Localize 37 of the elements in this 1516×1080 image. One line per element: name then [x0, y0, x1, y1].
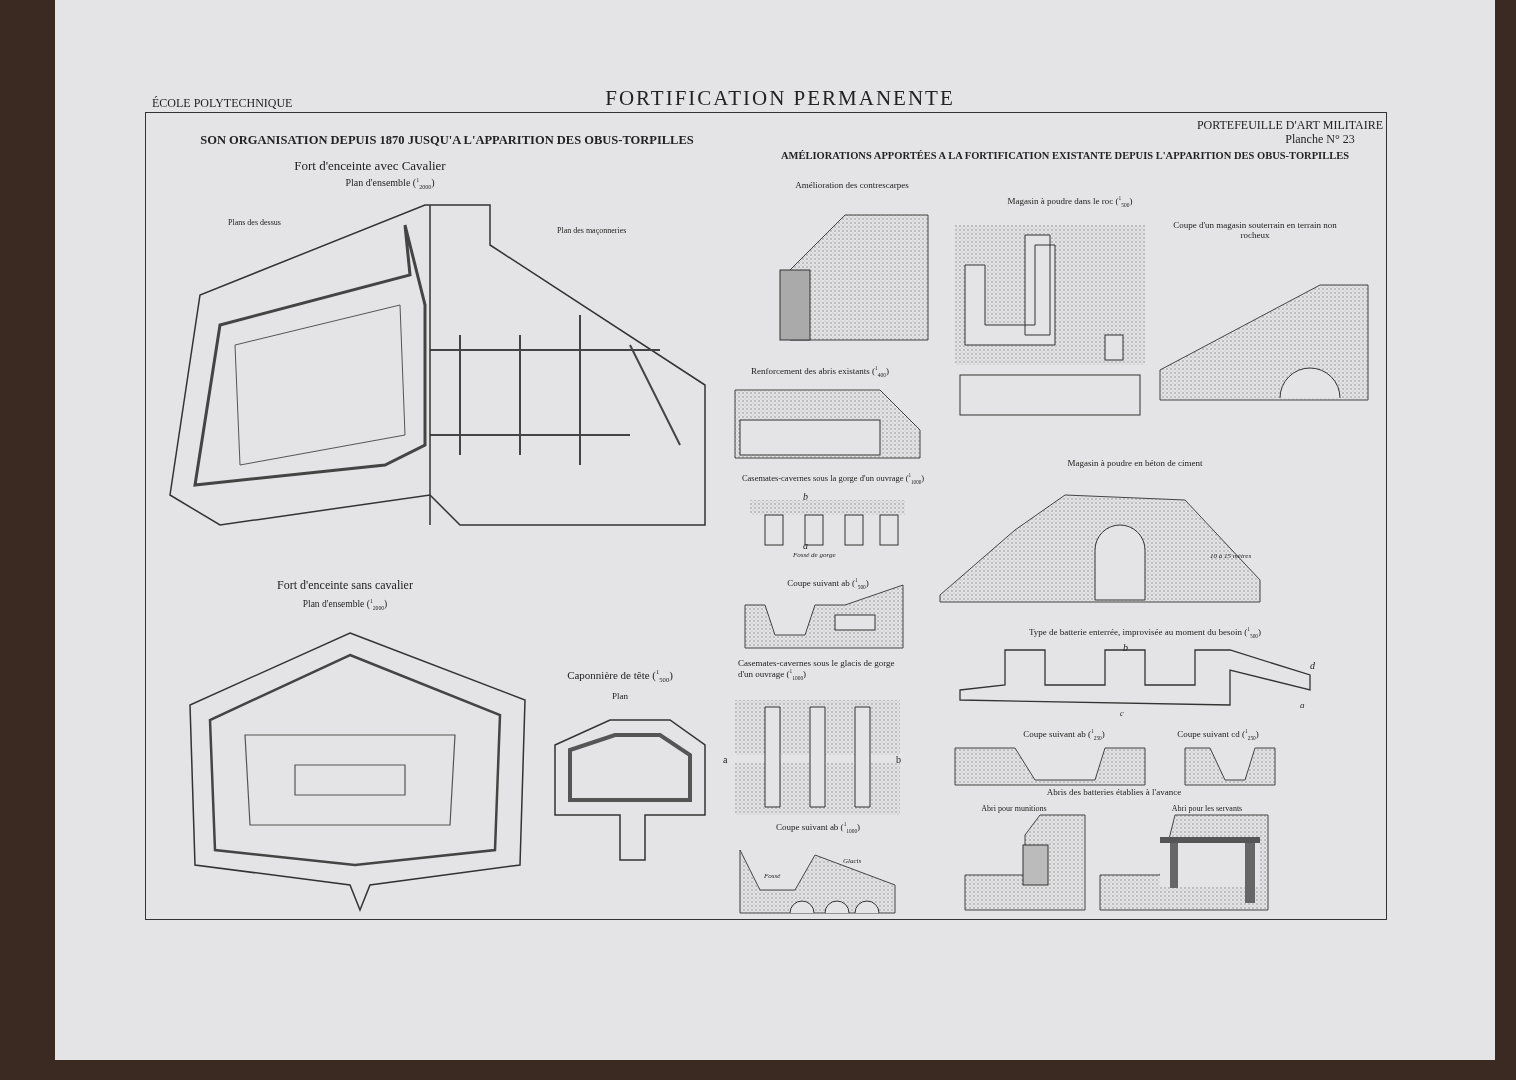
- section-heading: SON ORGANISATION DEPUIS 1870 JUSQU'A L'APPARITION DES OBUS-TORPILLES: [200, 133, 694, 148]
- plate-number: Planche N° 23: [1285, 132, 1355, 147]
- drawing-title: Coupe suivant ab ($^{1}$$_{500}$): [787, 577, 869, 590]
- drawing-title: Casemates-cavernes sous le glacis de gorge d'un ouvrage ($^{1}$$_{1000}$): [738, 658, 896, 681]
- drawing-title: Magasin à poudre en béton de ciment: [1067, 458, 1203, 468]
- callout-letter: b: [1123, 642, 1128, 653]
- drawing-title: Type de batterie enterrée, improvisée au moment du besoin ($^{1}$$_{500}$): [1028, 626, 1262, 639]
- school-name: ÉCOLE POLYTECHNIQUE: [152, 96, 293, 111]
- view-caption: Abri pour munitions: [981, 804, 1047, 813]
- drawing-title: Coupe suivant cd ($^{1}$$_{250}$): [1177, 728, 1259, 741]
- scale-caption: Plan d'ensemble ($^{1}$$_{2000}$): [302, 598, 388, 612]
- callout-letter: b: [803, 491, 808, 502]
- view-caption: Abri pour les servants: [1171, 804, 1243, 813]
- drawing-title: Coupe suivant ab ($^{1}$$_{1000}$): [775, 821, 861, 834]
- view-caption: Plan: [612, 691, 628, 701]
- callout-letter: c: [1120, 709, 1124, 718]
- portfolio-title: PORTEFEUILLE D'ART MILITAIRE: [1196, 118, 1384, 133]
- callout-letter: a: [1300, 700, 1305, 710]
- drawing-title: Fort d'enceinte sans cavalier: [277, 578, 413, 593]
- scale-caption: Plan d'ensemble ($^{1}$$_{2000}$): [345, 177, 435, 191]
- drawing-title: Caponnière de tête ($^{1}$$_{500}$): [567, 668, 673, 683]
- section-heading: AMÉLIORATIONS APPORTÉES A LA FORTIFICATION EXISTANTE DEPUIS L'APPARITION DES OBUS-TORPILLES: [781, 150, 1349, 161]
- drawing-title: Coupe d'un magasin souterrain en terrain non rocheux: [1172, 220, 1338, 240]
- plate-title: FORTIFICATION PERMANENTE: [605, 86, 955, 111]
- callout-letter: d: [1310, 660, 1315, 671]
- drawing-title: Fort d'enceinte avec Cavalier: [294, 158, 446, 174]
- drawing-title: Magasin à poudre dans le roc ($^{1}$$_{500}$): [1007, 195, 1133, 208]
- drawing-title: Casemates-cavernes sous la gorge d'un ouvrage ($^{1}$$_{1000}$): [741, 472, 925, 485]
- callout-letter: a: [723, 754, 728, 765]
- callout-letter: b: [896, 754, 901, 765]
- drawing-title: Coupe suivant ab ($^{1}$$_{250}$): [1023, 728, 1105, 741]
- view-caption: Plans des dessus: [228, 218, 281, 227]
- callout-letter: a: [803, 540, 808, 551]
- view-caption: Plan des maçonneries: [557, 226, 627, 235]
- drawing-title: Abris des batteries établies à l'avance: [1046, 787, 1182, 797]
- drawing-title: Renforcement des abris existants ($^{1}$$_{400}$): [751, 365, 889, 378]
- drawing-title: Amélioration des contrescarpes: [795, 180, 909, 190]
